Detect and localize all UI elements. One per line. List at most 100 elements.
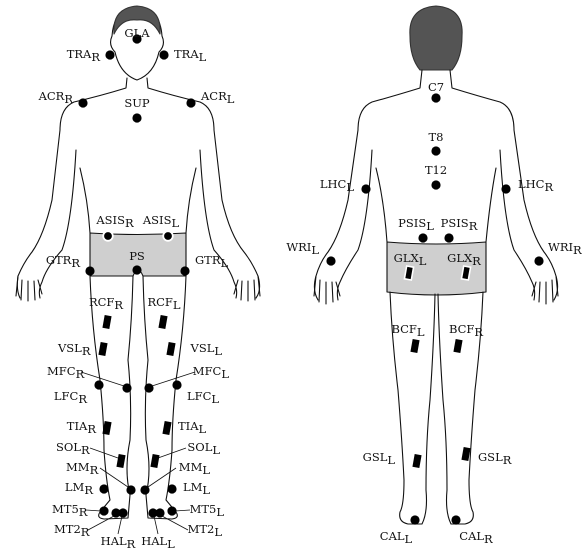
front-marker-sol-l [150,454,159,468]
back-label-text-bcf-l: BCF [391,322,416,336]
front-label-asis-r: ASISR [95,213,134,230]
back-label-sub-gsl-r: R [503,453,512,467]
front-label-text-gtr-l: GTR [195,253,221,267]
front-label-acr-r: ACRR [38,89,74,106]
back-marker-wri-l [326,256,335,265]
back-marker-lhc-l [361,184,370,193]
front-label-sub-lfc-r: R [78,392,87,406]
front-label-text-mm-r: MM [66,460,90,474]
front-label-tra-r: TRAR [67,47,101,64]
back-label-sub-wri-r: R [573,243,582,257]
front-label-text-lfc-l: LFC [187,389,212,403]
front-label-text-tia-r: TIA [67,419,88,433]
front-marker-mt5-l [167,506,176,515]
back-marker-glx-r [461,266,470,280]
back-label-text-bcf-r: BCF [449,322,474,336]
front-marker-hal-l [148,508,157,517]
back-label-sub-lhc-r: R [544,180,553,194]
back-label-cal-l: CALL [380,529,413,546]
front-label-sub-acr-r: R [64,92,73,106]
front-label-gtr-l: GTRL [195,253,229,270]
back-label-text-cal-l: CAL [380,529,405,543]
front-marker-gtr-l [180,266,189,275]
front-label-mfc-l: MFCL [193,364,230,381]
front-leader-mt5-l [175,510,190,511]
front-label-mt2-r: MT2R [54,522,90,539]
front-label-text-sol-r: SOL [56,440,81,454]
front-marker-mm-l [140,485,149,494]
back-label-text-wri-r: WRI [548,240,573,254]
front-label-sub-asis-l: L [171,216,179,230]
back-marker-glx-l [404,266,413,280]
back-marker-gsl-l [412,454,421,468]
back-marker-t12 [431,180,440,189]
front-leader-mm-r [100,468,128,487]
front-label-sub-vsl-l: L [214,344,222,358]
back-label-sub-psis-r: R [469,219,478,233]
front-label-text-tia-l: TIA [178,419,199,433]
front-marker-lfc-l [172,380,181,389]
front-marker-ps [132,265,141,274]
front-label-text-gla: GLA [124,26,150,40]
front-marker-acr-r [78,98,87,107]
front-label-sub-acr-l: L [227,92,235,106]
front-marker-mt5-r [99,506,108,515]
front-label-sup: SUP [124,96,150,110]
front-label-text-rcf-r: RCF [89,295,114,309]
back-label-bcf-r: BCFR [449,322,483,339]
front-label-mt5-r: MT5R [52,502,88,519]
front-label-sub-lfc-l: L [211,392,219,406]
front-label-sol-l: SOLL [187,440,220,457]
back-label-bcf-l: BCFL [391,322,424,339]
back-label-psis-l: PSISL [398,216,434,233]
label-layer: GLATRARTRALACRRACRLSUPASISRASISLPSGTRRGT… [38,26,582,548]
front-label-text-mfc-r: MFC [47,364,76,378]
front-marker-sol-r [116,454,125,468]
back-marker-cal-r [451,515,460,524]
front-label-text-asis-l: ASIS [142,213,172,227]
front-label-sub-vsl-r: R [82,344,91,358]
back-label-wri-r: WRIR [548,240,582,257]
front-label-text-lm-r: LM [65,480,85,494]
back-label-t8: T8 [429,130,444,144]
back-label-text-glx-r: GLX [447,251,473,265]
back-head [410,6,462,70]
front-label-lfc-l: LFCL [187,389,219,406]
back-label-sub-glx-l: L [419,254,427,268]
front-label-text-acr-r: ACR [38,89,65,103]
back-label-sub-lhc-l: L [346,180,354,194]
front-marker-lm-r [99,484,108,493]
front-label-mt5-l: MT5L [190,502,225,519]
front-marker-lfc-r [94,380,103,389]
front-label-text-tra-l: TRA [174,47,199,61]
front-label-lm-r: LMR [65,480,93,497]
back-marker-c7 [431,93,440,102]
front-label-mfc-r: MFCR [47,364,85,381]
front-label-sub-mfc-r: R [76,367,85,381]
front-marker-tra-r [105,50,114,59]
front-label-text-tra-r: TRA [67,47,92,61]
back-marker-t8 [431,146,440,155]
back-label-text-gsl-l: GSL [363,450,388,464]
front-label-text-sol-l: SOL [187,440,212,454]
leader-lines [81,372,195,534]
front-marker-sup [132,113,141,122]
back-marker-bcf-l [410,339,419,353]
back-label-text-lhc-r: LHC [518,177,545,191]
front-label-sub-hal-l: L [167,537,175,548]
front-label-sub-mm-l: L [202,463,210,477]
back-marker-cal-l [410,515,419,524]
front-marker-vsl-r [98,342,107,356]
back-label-text-psis-l: PSIS [398,216,426,230]
back-label-text-psis-r: PSIS [441,216,469,230]
front-label-tra-l: TRAL [174,47,207,64]
front-marker-asis-l [163,231,173,241]
front-marker-tra-l [159,50,168,59]
front-label-rcf-r: RCFR [89,295,123,312]
back-label-text-cal-r: CAL [459,529,484,543]
front-marker-acr-l [186,98,195,107]
front-label-sub-mm-r: R [90,463,99,477]
front-label-hal-l: HALL [141,534,175,548]
front-leader-mm-l [148,468,176,487]
